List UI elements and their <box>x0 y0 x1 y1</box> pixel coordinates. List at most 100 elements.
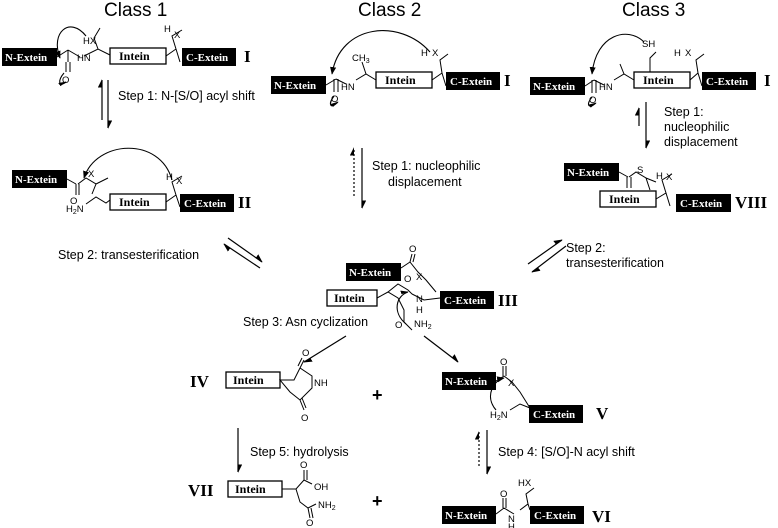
atom-nh2: NH2 <box>318 500 336 512</box>
roman-II: II <box>238 193 252 212</box>
n-extein-label: N-Extein <box>567 167 609 179</box>
intein-label: Intein <box>119 49 150 63</box>
roman-I: I <box>244 47 251 66</box>
c-extein-label: C-Extein <box>534 510 576 522</box>
c-extein-block <box>530 506 584 524</box>
atom-h: H <box>674 48 681 59</box>
atom-nh2: NH2 <box>414 319 432 331</box>
atom-o: O <box>395 320 402 331</box>
class1-header: Class 1 <box>104 0 167 21</box>
n-extein-label: N-Extein <box>533 81 575 93</box>
roman-VIII: VIII <box>735 193 768 212</box>
atom-hn: HN <box>341 82 355 93</box>
intein-label: Intein <box>609 192 640 206</box>
c-extein-block <box>180 194 234 212</box>
succinimide-IV: IV Intein O NH O <box>190 348 328 424</box>
n-extein-block <box>346 263 401 281</box>
step3-left-arrow <box>303 335 347 363</box>
atom-h: H <box>508 522 515 528</box>
c-extein-label: C-Extein <box>450 76 492 88</box>
atom-x: X <box>508 378 515 389</box>
branched-intermediate-III: N-Extein O X Intein O N H O NH2 C-Extein… <box>326 244 518 331</box>
n-extein-block <box>530 77 585 95</box>
n-extein-block <box>442 506 496 524</box>
c-extein-label: C-Extein <box>186 52 228 64</box>
n-extein-label: N-Extein <box>445 376 487 388</box>
roman-VII: VII <box>188 481 214 500</box>
class2-structure-I: N-Extein O HN CH3 Intein H X C-Extein I <box>271 30 511 107</box>
atom-h2n: H2N <box>490 410 508 422</box>
atom-x: X <box>432 48 439 59</box>
step4-label: Step 4: [S/O]-N acyl shift <box>498 445 635 459</box>
atom-sh: SH <box>642 39 655 50</box>
roman-I: I <box>764 71 771 90</box>
atom-o: O <box>70 196 77 207</box>
class2-header: Class 2 <box>358 0 421 21</box>
c-extein-block <box>702 72 756 90</box>
atom-hn: HN <box>599 82 613 93</box>
atom-x: X <box>685 48 692 59</box>
c-extein-block <box>676 194 731 212</box>
n-extein-block <box>564 163 619 181</box>
atom-s: S <box>637 165 643 176</box>
class3-structure-VIII: N-Extein O S Intein H X C-Extein VIII <box>564 163 768 212</box>
n-extein-label: N-Extein <box>349 267 391 279</box>
c-extein-block <box>529 405 583 423</box>
n-extein-block <box>442 372 496 390</box>
intein-label: Intein <box>334 291 365 305</box>
class2-step1-label-line2: displacement <box>388 175 462 189</box>
atom-x: X <box>88 169 95 180</box>
class1-structure-II: N-Extein O X H2N Intein H X C-Extein II <box>12 147 252 216</box>
atom-hx: HX <box>83 36 97 47</box>
c-extein-label: C-Extein <box>533 409 575 421</box>
n-extein-label: N-Extein <box>5 52 47 64</box>
roman-I: I <box>504 71 511 90</box>
c-extein-label: C-Extein <box>706 76 748 88</box>
step2-right-label-line2: transesterification <box>566 256 664 270</box>
atom-o: O <box>409 244 416 255</box>
atom-n: N <box>508 514 515 525</box>
step2-left-label: Step 2: transesterification <box>58 248 199 262</box>
roman-VI: VI <box>592 507 611 526</box>
step3-label: Step 3: Asn cyclization <box>243 315 368 329</box>
atom-x: X <box>666 172 673 183</box>
atom-o: O <box>300 460 307 471</box>
class3-structure-I: N-Extein O HN Intein SH H X C-Extein I <box>530 33 771 108</box>
step2-right-reverse-arrow <box>527 239 563 265</box>
atom-h: H <box>421 48 428 59</box>
intein-label: Intein <box>235 482 266 496</box>
n-extein-block <box>271 76 326 94</box>
c-extein-block <box>446 72 500 90</box>
atom-x: X <box>176 176 183 187</box>
atom-o: O <box>306 518 313 528</box>
c-extein-label: C-Extein <box>680 198 722 210</box>
class3-step1-label-line1: Step 1: <box>664 105 704 119</box>
atom-n: N <box>416 294 423 305</box>
spliced-exteins-VI: N-Extein O N H HX C-Extein VI <box>442 478 611 528</box>
n-extein-label: N-Extein <box>15 174 57 186</box>
step2-left-forward-arrow <box>227 237 263 263</box>
class1-structure-I: N-Extein O HN HX Intein H X C-Extein I <box>2 24 251 87</box>
n-extein-block <box>12 170 67 188</box>
atom-nh: NH <box>314 378 328 389</box>
atom-hn: HN <box>77 53 91 64</box>
class3-step1-label-line2: nucleophilic <box>664 120 729 134</box>
c-extein-block <box>440 291 494 309</box>
atom-h: H <box>416 305 423 316</box>
n-extein-block <box>2 48 57 66</box>
thioester-V: N-Extein O X H2N C-Extein V <box>442 357 609 423</box>
roman-III: III <box>498 291 518 310</box>
atom-oh: OH <box>314 482 328 493</box>
class3-step1-label-line3: displacement <box>664 135 738 149</box>
plus-sign: + <box>372 491 383 511</box>
atom-h: H <box>166 172 173 183</box>
atom-x: X <box>416 272 423 283</box>
atom-hx: HX <box>518 478 532 489</box>
atom-o: O <box>331 94 338 105</box>
roman-IV: IV <box>190 372 210 391</box>
c-extein-label: C-Extein <box>444 295 486 307</box>
atom-h: H <box>656 171 663 182</box>
atom-o: O <box>404 274 411 285</box>
atom-o: O <box>500 357 507 368</box>
